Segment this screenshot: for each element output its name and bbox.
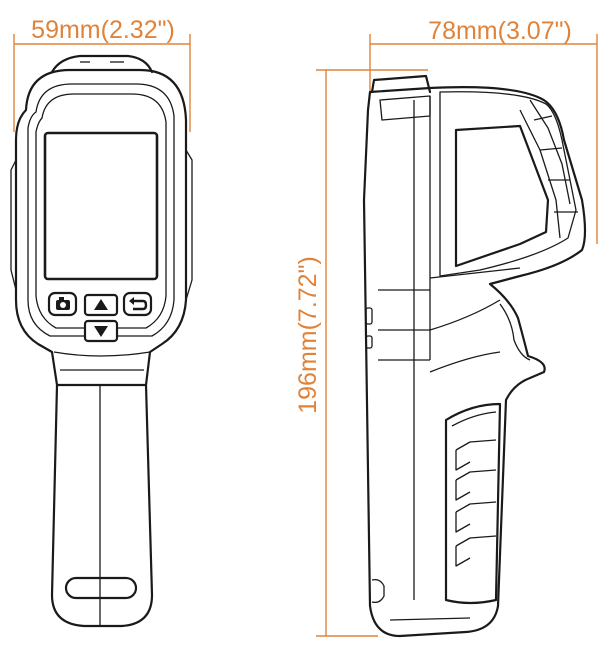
width-dimension: 59mm(2.32") [13, 16, 191, 132]
front-screen [43, 131, 159, 281]
back-button[interactable] [122, 291, 153, 317]
camera-icon [56, 297, 70, 310]
depth-label: 78mm(3.07") [428, 17, 572, 45]
height-label: 196mm(7.72") [294, 256, 322, 414]
camera-button[interactable] [47, 291, 78, 317]
back-icon [129, 297, 148, 311]
arrow-down-icon [94, 326, 108, 337]
side-view: 78mm(3.07") 196mm(7.72") [294, 17, 598, 638]
down-button[interactable] [83, 319, 119, 343]
height-dimension: 196mm(7.72") [294, 69, 428, 637]
depth-dimension: 78mm(3.07") [369, 17, 598, 244]
arrow-up-icon [94, 299, 108, 310]
front-button-panel [47, 291, 153, 343]
up-button[interactable] [83, 293, 119, 317]
width-label: 59mm(2.32") [31, 16, 175, 44]
front-device-body [10, 54, 193, 628]
front-view: 59mm(2.32") [10, 16, 193, 628]
side-device-body [362, 74, 587, 638]
